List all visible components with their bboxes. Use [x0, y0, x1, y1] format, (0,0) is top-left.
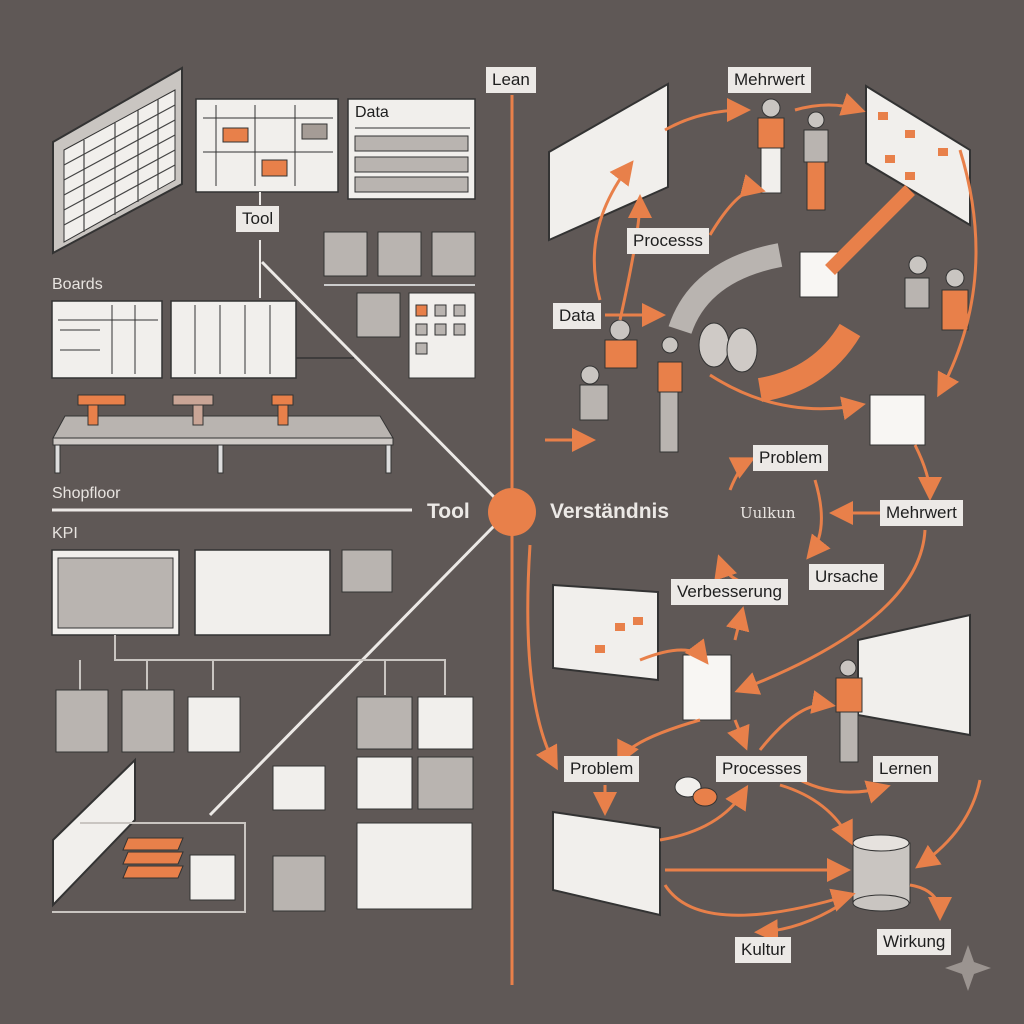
kultur-label: Kultur	[735, 937, 792, 963]
database-icon	[852, 834, 911, 912]
processes-label: Processes	[716, 756, 808, 782]
kpi-label: KPI	[52, 525, 78, 542]
lean-label: Lean	[486, 67, 536, 93]
data-label: Data	[553, 303, 601, 329]
lernen-label: Lernen	[873, 756, 938, 782]
data-board-title: Data	[355, 104, 389, 121]
verbesserung-label: Verbesserung	[671, 579, 788, 605]
cycle-center-word: Uulkun	[740, 504, 796, 522]
tool-heading: Tool	[427, 500, 470, 523]
kanban-board	[195, 98, 339, 298]
right-boards	[548, 82, 971, 917]
processs-label: Processs	[627, 228, 709, 254]
tool-label: Tool	[236, 206, 280, 232]
people-figures	[579, 98, 969, 763]
boards-label: Boards	[52, 276, 103, 293]
kpi-panels	[51, 549, 474, 913]
window-tree-top	[323, 231, 476, 379]
verstaendnis-heading: Verständnis	[550, 500, 670, 523]
ursache-label: Ursache	[809, 564, 885, 590]
shopfloor-label: Shopfloor	[52, 485, 121, 502]
sparkle-icon	[945, 945, 991, 991]
mehrwert-top-label: Mehrwert	[728, 67, 811, 93]
spreadsheet-board	[52, 66, 183, 255]
conveyor-belt	[52, 394, 394, 474]
problem-bottom-label: Problem	[564, 756, 640, 782]
data-table-board	[347, 98, 476, 200]
chat-bubble-icon	[674, 776, 718, 807]
diagonal-line-lower	[208, 523, 497, 817]
flow-arrows	[526, 92, 982, 944]
diagonal-line-upper	[260, 260, 497, 500]
process-cycle-arrows	[668, 185, 915, 402]
problem-top-label: Problem	[753, 445, 829, 471]
mehrwert-mid-label: Mehrwert	[880, 500, 963, 526]
center-node	[488, 488, 536, 536]
boards-panels	[51, 300, 354, 379]
wirkung-label: Wirkung	[877, 929, 952, 955]
